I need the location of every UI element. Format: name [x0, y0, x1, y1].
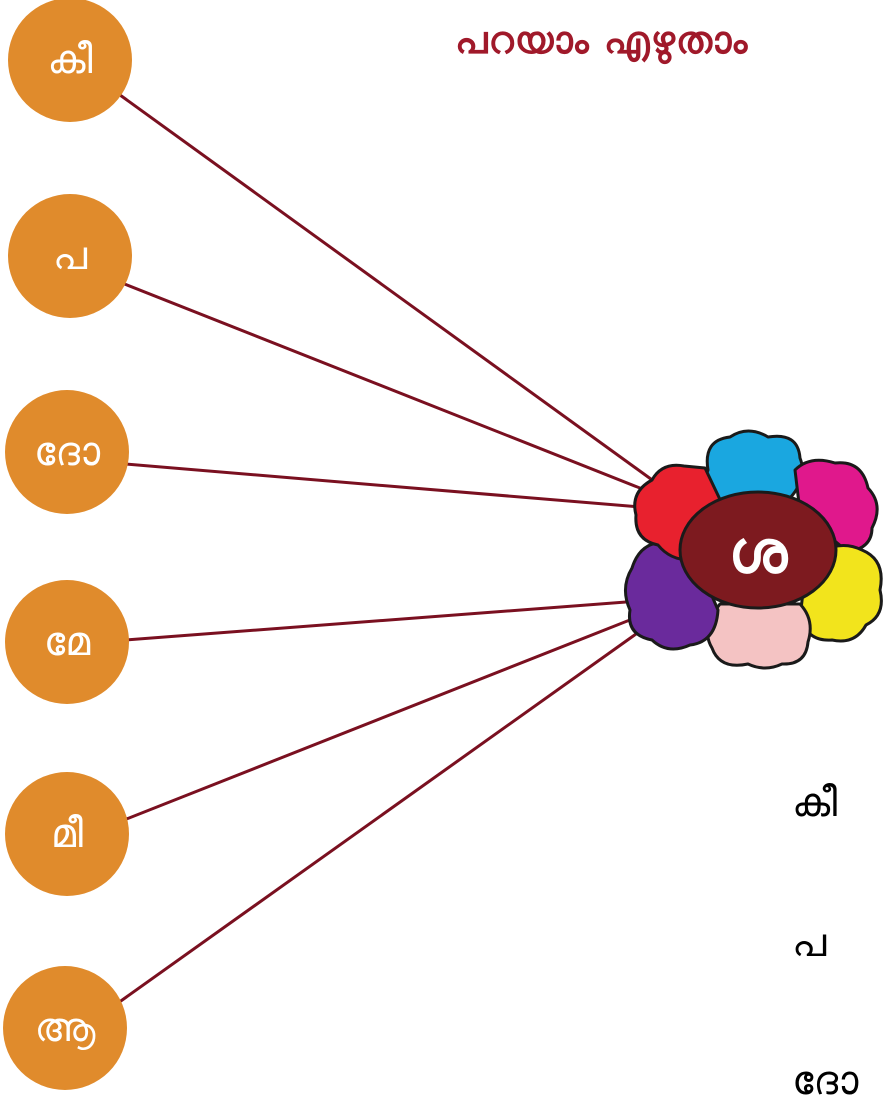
- connector-line: [124, 462, 641, 509]
- prefix-label: ആ: [34, 1005, 96, 1051]
- prefix-label: മീ: [50, 811, 84, 857]
- center-letter: ശ: [728, 518, 788, 586]
- prefix-label: കീ: [47, 37, 93, 83]
- connector-line: [121, 281, 651, 494]
- prefix-bubble: കീ: [8, 0, 132, 122]
- prefix-bubble: മേ: [5, 580, 129, 704]
- petal-blue: [703, 429, 804, 502]
- practice-item: പ: [792, 920, 827, 966]
- prefix-label: ദോ: [33, 429, 101, 475]
- petal-magenta: [793, 458, 879, 554]
- prefix-bubble: ആ: [3, 966, 127, 1090]
- prefix-label: മേ: [43, 619, 91, 665]
- petal-pink: [706, 602, 812, 670]
- prefix-bubble: ദോ: [5, 390, 129, 514]
- prefix-bubble: മീ: [5, 772, 129, 896]
- connector-line: [119, 93, 656, 484]
- prefix-label: പ: [52, 233, 88, 279]
- page-title: പറയാം എഴുതാം: [455, 18, 749, 62]
- connector-line: [117, 622, 651, 1005]
- flower-center: [678, 490, 838, 610]
- practice-item: ദോ: [792, 1058, 859, 1104]
- connector-line: [124, 599, 641, 642]
- prefix-bubble: പ: [8, 194, 132, 318]
- practice-item: കീ: [792, 780, 838, 826]
- connector-line: [123, 612, 646, 822]
